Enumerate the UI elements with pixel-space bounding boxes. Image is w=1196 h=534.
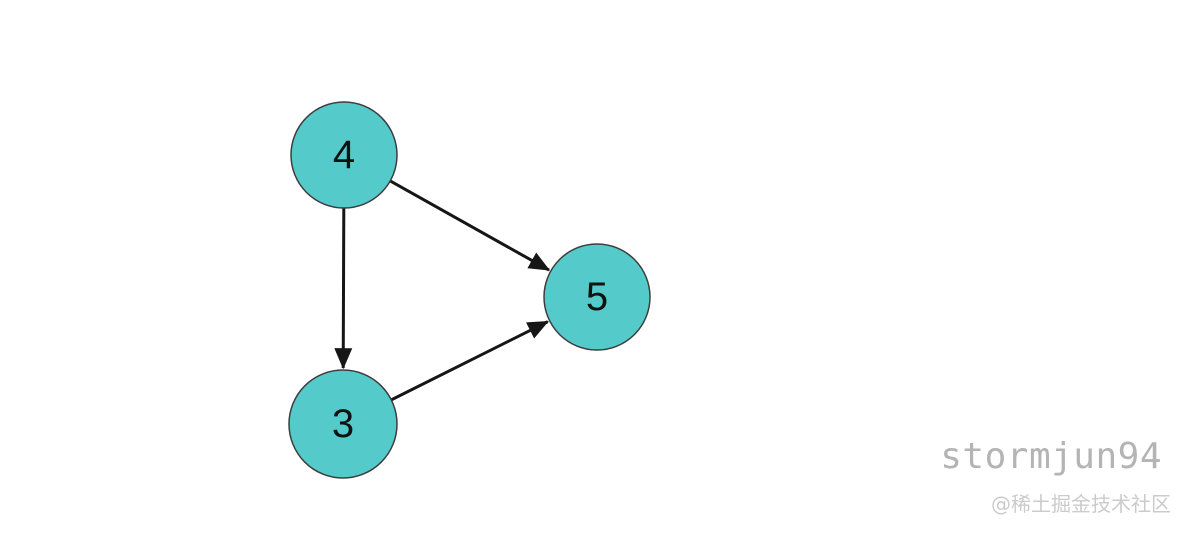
graph-edge-4-to-3	[334, 207, 353, 370]
edges-layer	[334, 179, 551, 402]
watermark-author: stormjun94	[940, 436, 1162, 477]
watermark-community: @稀土掘金技术社区	[991, 492, 1171, 516]
graph-node-4	[290, 101, 398, 209]
graph-edge-4-to-5	[389, 179, 551, 272]
graph-edge-3-to-5	[390, 320, 549, 402]
graph-node-3	[288, 369, 398, 479]
graph-node-5	[543, 243, 651, 351]
